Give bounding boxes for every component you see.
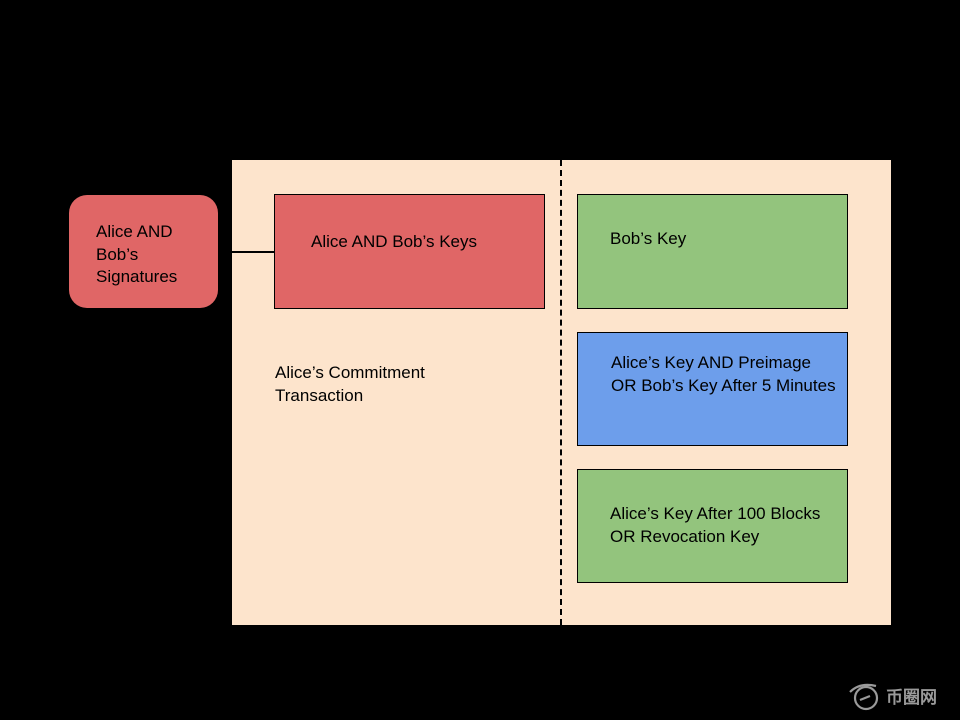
output-bob-key-box: Bob’s Key [577, 194, 848, 309]
input-signatures-box: Alice AND Bob’s Signatures [69, 195, 218, 308]
output-revocable-label: Alice’s Key After 100 Blocks OR Revocati… [610, 504, 821, 546]
bird-logo-icon [849, 683, 879, 711]
watermark: 币圈网 [849, 683, 937, 711]
input-connector-line [218, 251, 275, 253]
output-revocable-box: Alice’s Key After 100 Blocks OR Revocati… [577, 469, 848, 583]
transaction-divider [560, 160, 562, 625]
output-shared-keys-box: Alice AND Bob’s Keys [274, 194, 545, 309]
output-htlc-box: Alice’s Key AND Preimage OR Bob’s Key Af… [577, 332, 848, 446]
watermark-text: 币圈网 [886, 688, 937, 708]
transaction-label: Alice’s Commitment Transaction [275, 363, 425, 405]
output-bob-key-label: Bob’s Key [610, 229, 687, 248]
output-htlc-label: Alice’s Key AND Preimage OR Bob’s Key Af… [611, 353, 836, 395]
output-shared-keys-label: Alice AND Bob’s Keys [311, 232, 477, 251]
input-signatures-label: Alice AND Bob’s Signatures [96, 222, 178, 286]
